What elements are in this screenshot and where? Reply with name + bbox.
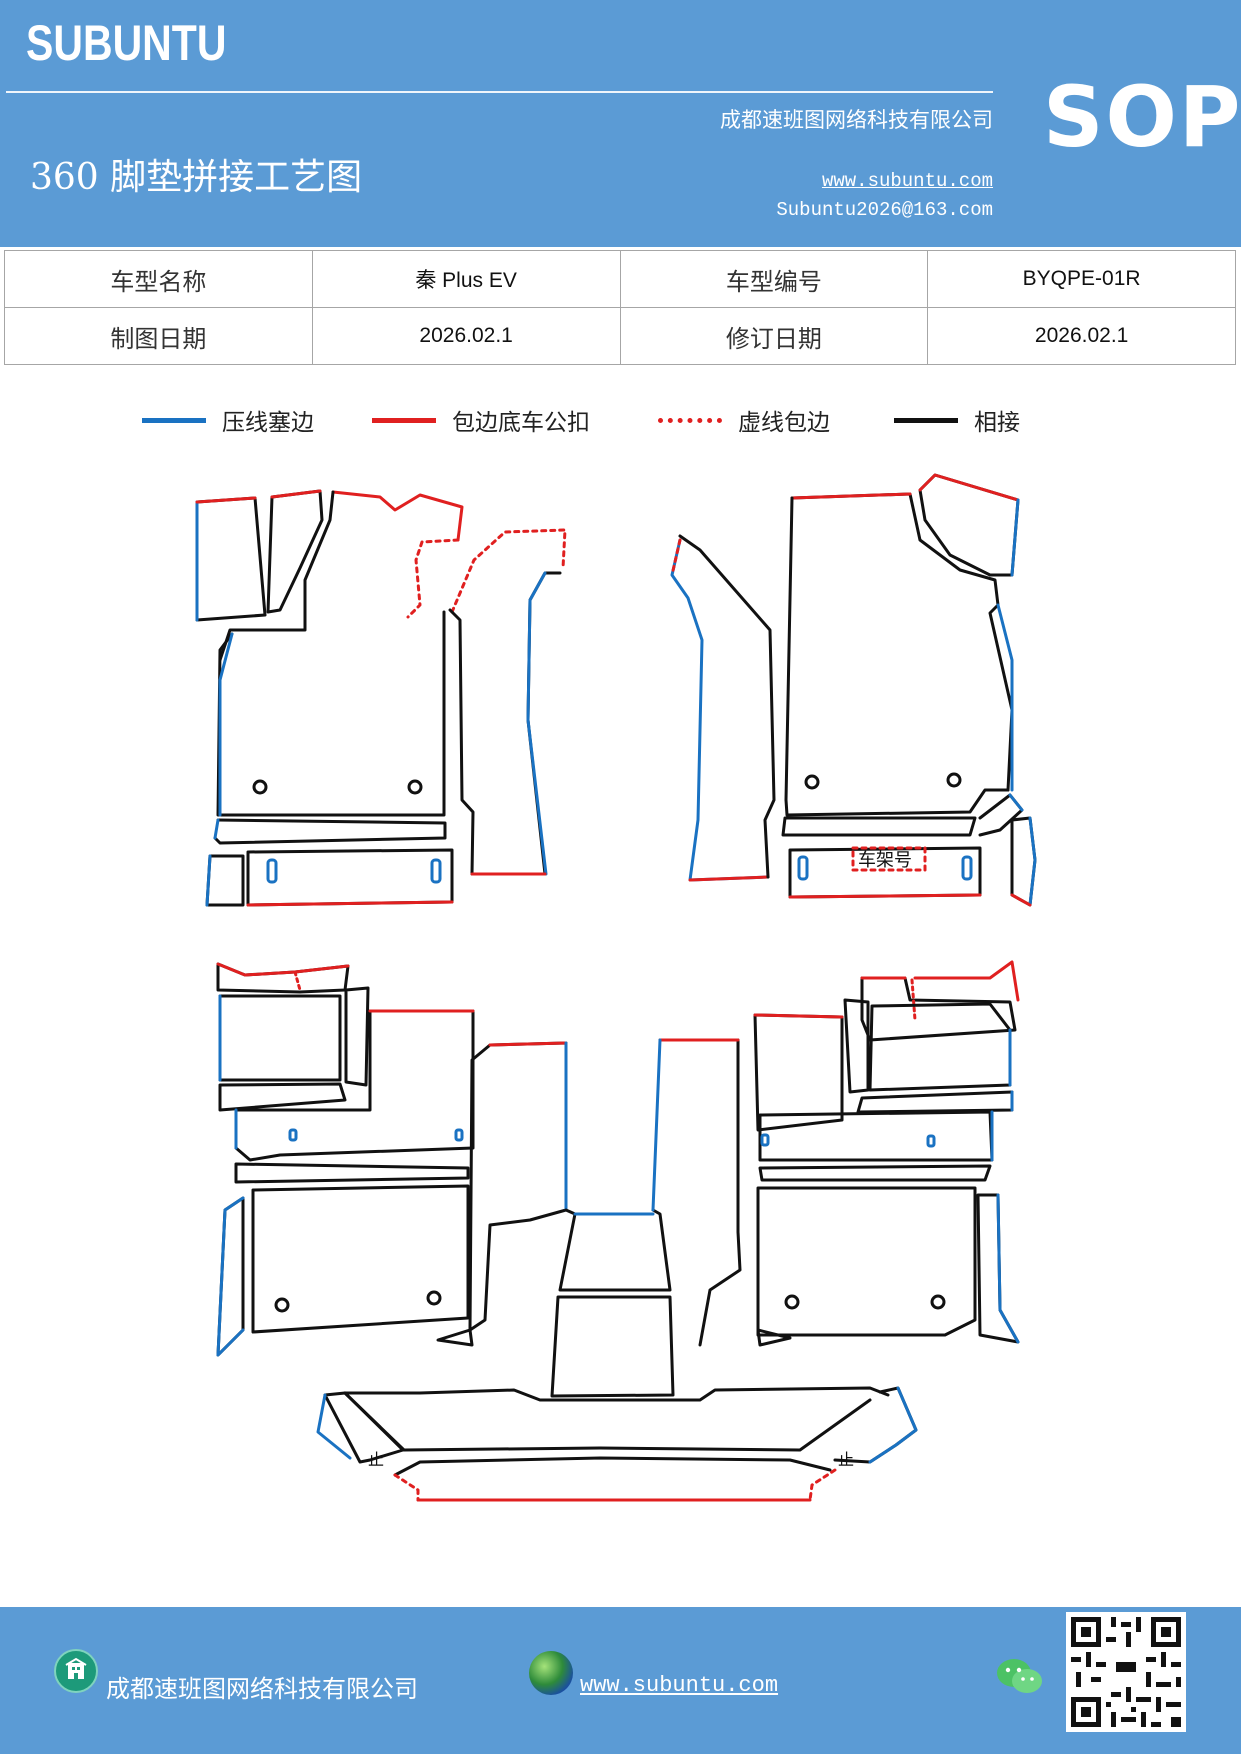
legend-item-joint: 相接 bbox=[894, 400, 1020, 440]
company-name: 成都速班图网络科技有限公司 bbox=[720, 108, 993, 132]
legend-label: 压线塞边 bbox=[222, 410, 314, 436]
legend-swatch-blue bbox=[142, 417, 206, 423]
model-code-label: 车型编号 bbox=[619, 250, 929, 308]
legend-swatch-red bbox=[372, 417, 436, 423]
footer-band: 成都速班图网络科技有限公司 www.subuntu.com bbox=[0, 1607, 1241, 1754]
footer-company-name: 成都速班图网络科技有限公司 bbox=[106, 1675, 418, 1703]
rear-right-mat bbox=[753, 960, 1020, 1347]
header-divider bbox=[6, 91, 993, 93]
website-link[interactable]: www.subuntu.com bbox=[821, 170, 993, 192]
globe-icon bbox=[529, 1651, 573, 1695]
legend-item-red-edge: 包边底车公扣 bbox=[372, 400, 590, 440]
legend-item-press-line: 压线塞边 bbox=[142, 400, 314, 440]
stop-mark: 止 bbox=[368, 1450, 384, 1469]
legend-swatch-red-dotted bbox=[658, 417, 722, 423]
draw-date-label: 制图日期 bbox=[4, 307, 313, 365]
wechat-icon bbox=[995, 1655, 1045, 1699]
legend-item-dotted-edge: 虚线包边 bbox=[658, 400, 830, 440]
model-name-value: 秦 Plus EV bbox=[311, 250, 621, 308]
vehicle-info-table: 车型名称 秦 Plus EV 车型编号 BYQPE-01R 制图日期 2026.… bbox=[4, 250, 1236, 365]
legend-label: 包边底车公扣 bbox=[452, 410, 590, 436]
floor-mat-diagram: 车架号 止 止 bbox=[195, 473, 1037, 1502]
revise-date-value: 2026.02.1 bbox=[927, 307, 1236, 365]
rear-trunk-strip bbox=[316, 1386, 918, 1502]
brand-logo: SUBUNTU bbox=[26, 15, 227, 71]
rear-left-mat bbox=[216, 962, 568, 1357]
frame-number-label: 车架号 bbox=[858, 850, 912, 871]
draw-date-value: 2026.02.1 bbox=[311, 307, 621, 365]
qr-code bbox=[1066, 1612, 1186, 1732]
front-right-mat bbox=[670, 473, 1037, 907]
header-band: SUBUNTU 成都速班图网络科技有限公司 360 脚垫拼接工艺图 www.su… bbox=[0, 0, 1241, 247]
legend-label: 虚线包边 bbox=[738, 410, 830, 436]
legend-swatch-black bbox=[894, 417, 958, 423]
stop-mark: 止 bbox=[838, 1450, 854, 1469]
building-icon bbox=[54, 1649, 98, 1693]
page-title: 360 脚垫拼接工艺图 bbox=[30, 157, 363, 198]
legend-label: 相接 bbox=[974, 410, 1020, 436]
model-name-label: 车型名称 bbox=[4, 250, 313, 308]
table-row: 制图日期 2026.02.1 修订日期 2026.02.1 bbox=[4, 307, 1236, 365]
model-code-value: BYQPE-01R bbox=[927, 250, 1236, 308]
sop-badge: SOP bbox=[1043, 68, 1241, 166]
front-left-mat bbox=[195, 489, 567, 907]
email-address: Subuntu2026@163.com bbox=[776, 199, 993, 221]
revise-date-label: 修订日期 bbox=[619, 307, 929, 365]
table-row: 车型名称 秦 Plus EV 车型编号 BYQPE-01R bbox=[4, 250, 1236, 308]
center-tunnel bbox=[550, 1038, 742, 1398]
footer-website-link[interactable]: www.subuntu.com bbox=[580, 1673, 779, 1698]
